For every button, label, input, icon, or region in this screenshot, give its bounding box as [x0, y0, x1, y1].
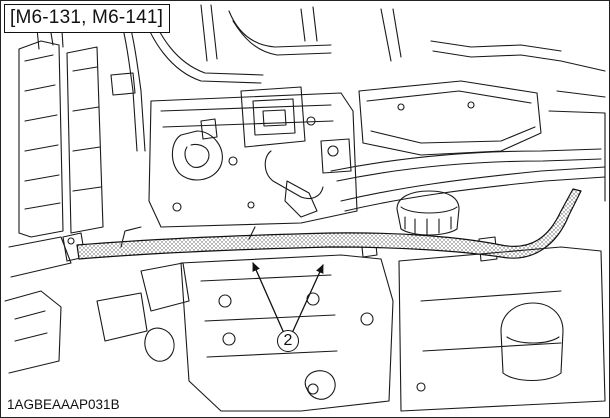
callout-leader-left — [252, 262, 284, 332]
upper-hoses — [110, 4, 562, 152]
figure-code: 1AGBEAAAP031B — [5, 396, 124, 414]
callout-leaders — [252, 262, 324, 332]
right-hoses — [330, 60, 606, 212]
callout-leader-right — [292, 264, 324, 332]
lower-right-tank — [398, 246, 606, 412]
harness-clip-line — [120, 226, 256, 248]
reservoir-cap — [396, 190, 460, 236]
engine-block — [148, 86, 358, 228]
model-label: [M6-131, M6-141] — [4, 4, 171, 33]
wiring-harness — [76, 188, 582, 260]
control-box — [358, 80, 542, 156]
callout-number: 2 — [277, 330, 299, 352]
transmission-housing — [96, 254, 394, 412]
left-frame-panel — [4, 14, 104, 374]
